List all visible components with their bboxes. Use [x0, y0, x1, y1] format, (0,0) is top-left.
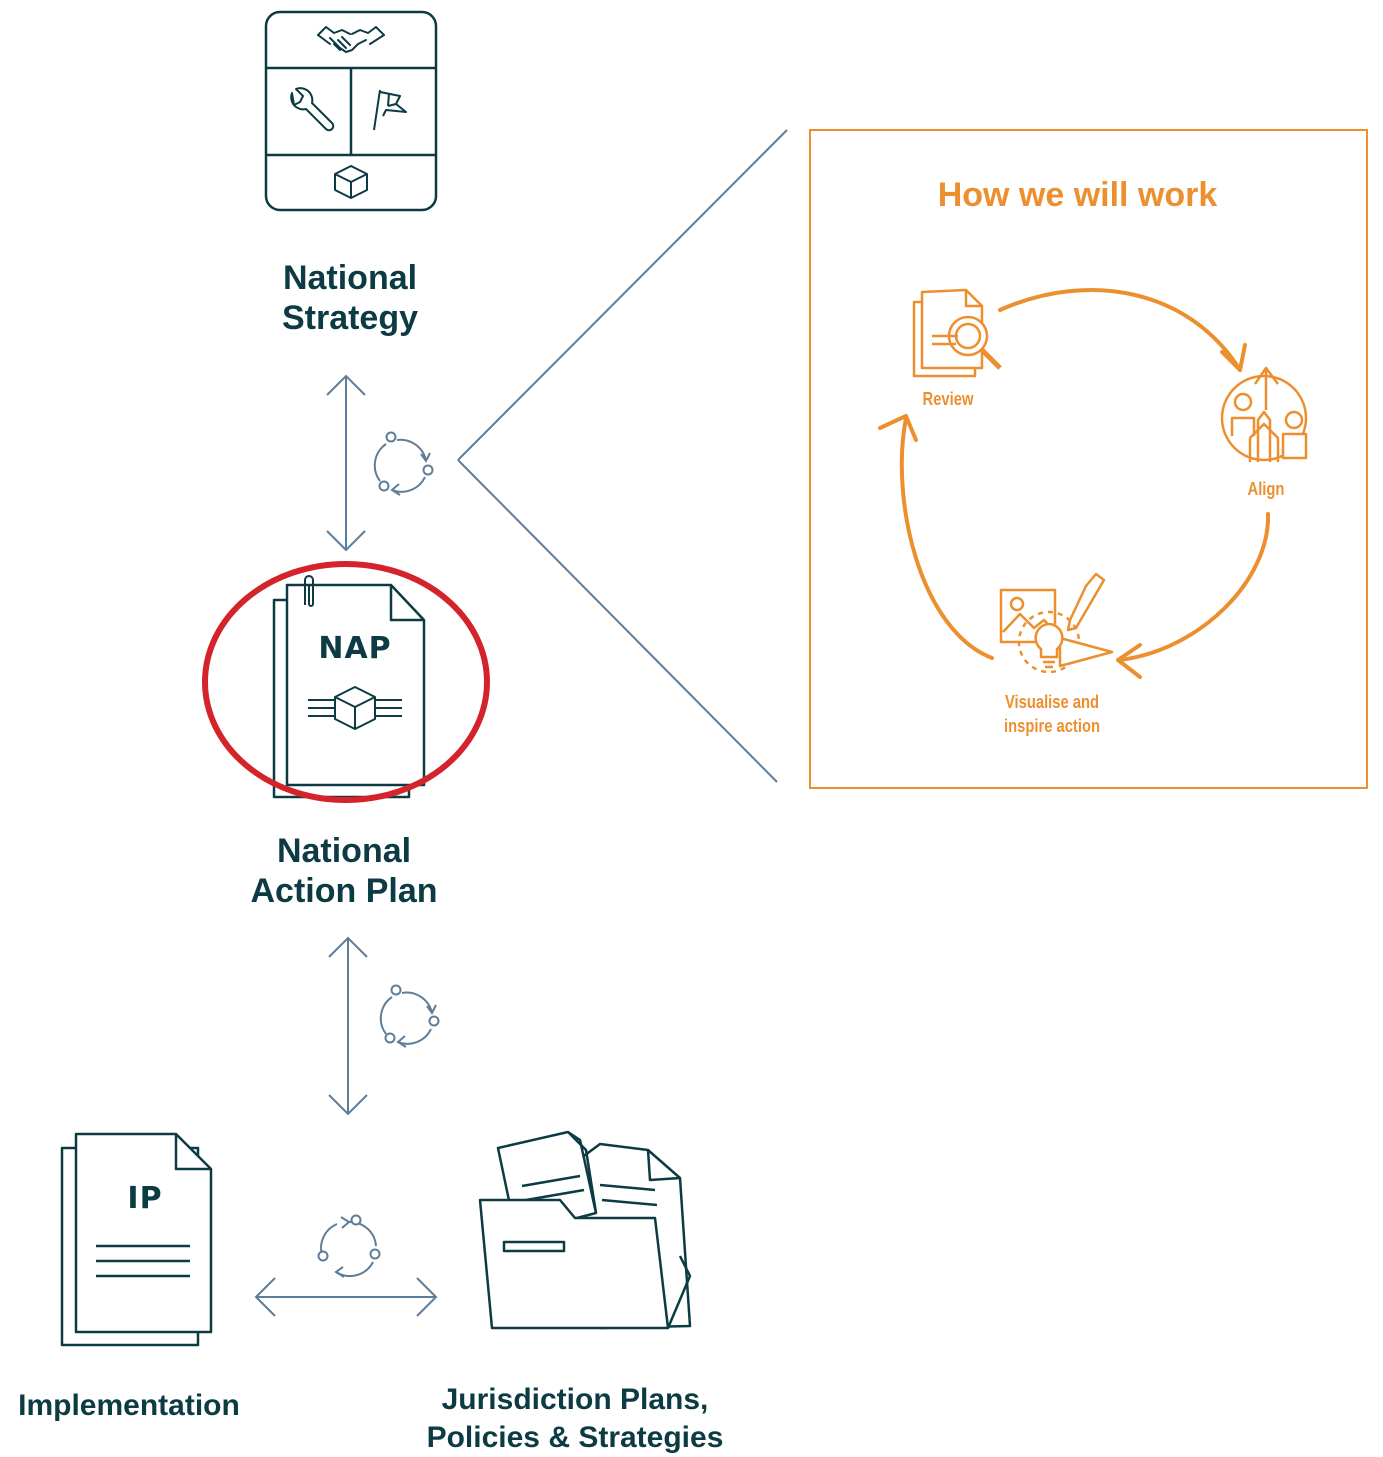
- implementation-label: Implementation: [18, 1389, 240, 1422]
- cycle-icon-3: [317, 1214, 381, 1278]
- strategy-icon: [264, 10, 438, 212]
- magnifier-icon: [912, 288, 1002, 378]
- national-action-plan-label: National Action Plan: [250, 832, 438, 910]
- callout-lines: [457, 129, 788, 783]
- how-we-work-title: How we will work: [937, 176, 1218, 214]
- ip-icon-label: IP: [127, 1181, 163, 1216]
- cycle-icon-2: [379, 984, 440, 1048]
- wrench-icon: [290, 87, 335, 132]
- arrow-implementation-jurisdiction: [254, 1277, 438, 1317]
- ip-document-icon: [60, 1132, 213, 1347]
- review-step-label: Review: [922, 389, 974, 409]
- jurisdiction-label: Jurisdiction Plans, Policies & Strategie…: [426, 1383, 724, 1454]
- arrow-nap-implementation: [328, 936, 368, 1116]
- nap-icon-label: NAP: [318, 631, 392, 666]
- nap-document-icon: [272, 583, 426, 799]
- highlight-circle: [202, 561, 490, 803]
- visualise-step-label: Visualise and inspire action: [1004, 692, 1100, 736]
- lightbulb-icon: [999, 572, 1114, 674]
- cycle-icon: [373, 431, 434, 496]
- handshake-icon: [317, 26, 385, 53]
- paperclip-icon: [304, 575, 314, 607]
- how-we-work-box: [809, 129, 1368, 789]
- cube-icon: [334, 165, 368, 199]
- nap-cube-icon: [308, 686, 402, 730]
- arrow-strategy-nap: [326, 374, 366, 552]
- flag-icon: [373, 89, 407, 131]
- people-icon: [1220, 366, 1308, 462]
- align-step-label: Align: [1247, 479, 1285, 499]
- national-strategy-label: National Strategy: [281, 259, 419, 337]
- folder-icon: [478, 1130, 692, 1330]
- work-cycle-arrows: [878, 288, 1271, 679]
